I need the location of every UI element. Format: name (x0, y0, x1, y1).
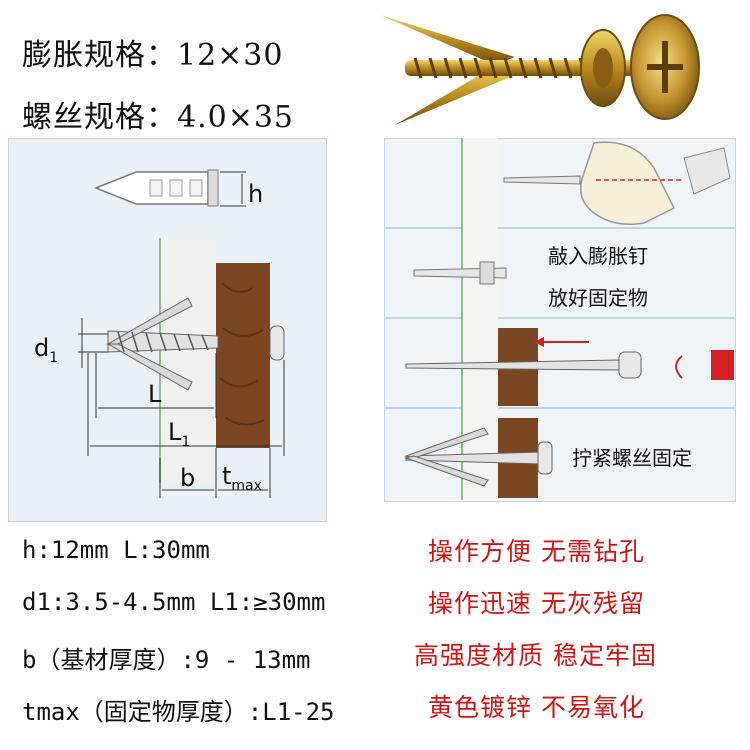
screw-spec-text: 螺丝规格：4.0×35 (22, 100, 295, 135)
tmax-label: tmax (222, 462, 262, 494)
param-row-2: d1:3.5-4.5mm L1:≥30mm (22, 588, 326, 616)
step-4-text: 拧紧螺丝固定 (572, 446, 692, 470)
feature-row-2: 操作迅速 无灰残留 (428, 589, 645, 618)
dimension-diagram (78, 169, 285, 498)
product-photo (380, 14, 700, 125)
param-row-3: b（基材厚度）:9 - 13mm (22, 646, 311, 674)
l1-label: L1 (168, 418, 191, 450)
d1-label: d1 (34, 334, 59, 366)
anchor-spec-text: 膨胀规格：12×30 (22, 38, 284, 73)
feature-row-4: 黄色镀锌 不易氧化 (428, 693, 645, 722)
l-label: L (148, 380, 162, 408)
installation-steps-illustration (404, 138, 734, 500)
step-2-text-line1: 敲入膨胀钉 (548, 244, 648, 268)
feature-row-3: 高强度材质 稳定牢固 (414, 641, 657, 670)
b-label: b (180, 464, 196, 492)
param-row-1: h:12mm L:30mm (22, 536, 210, 564)
h-label: h (248, 180, 264, 208)
step-2-text-line2: 放好固定物 (548, 286, 648, 310)
param-row-4: tmax（固定物厚度）:L1-25 (22, 698, 335, 726)
feature-row-1: 操作方便 无需钻孔 (428, 537, 645, 566)
